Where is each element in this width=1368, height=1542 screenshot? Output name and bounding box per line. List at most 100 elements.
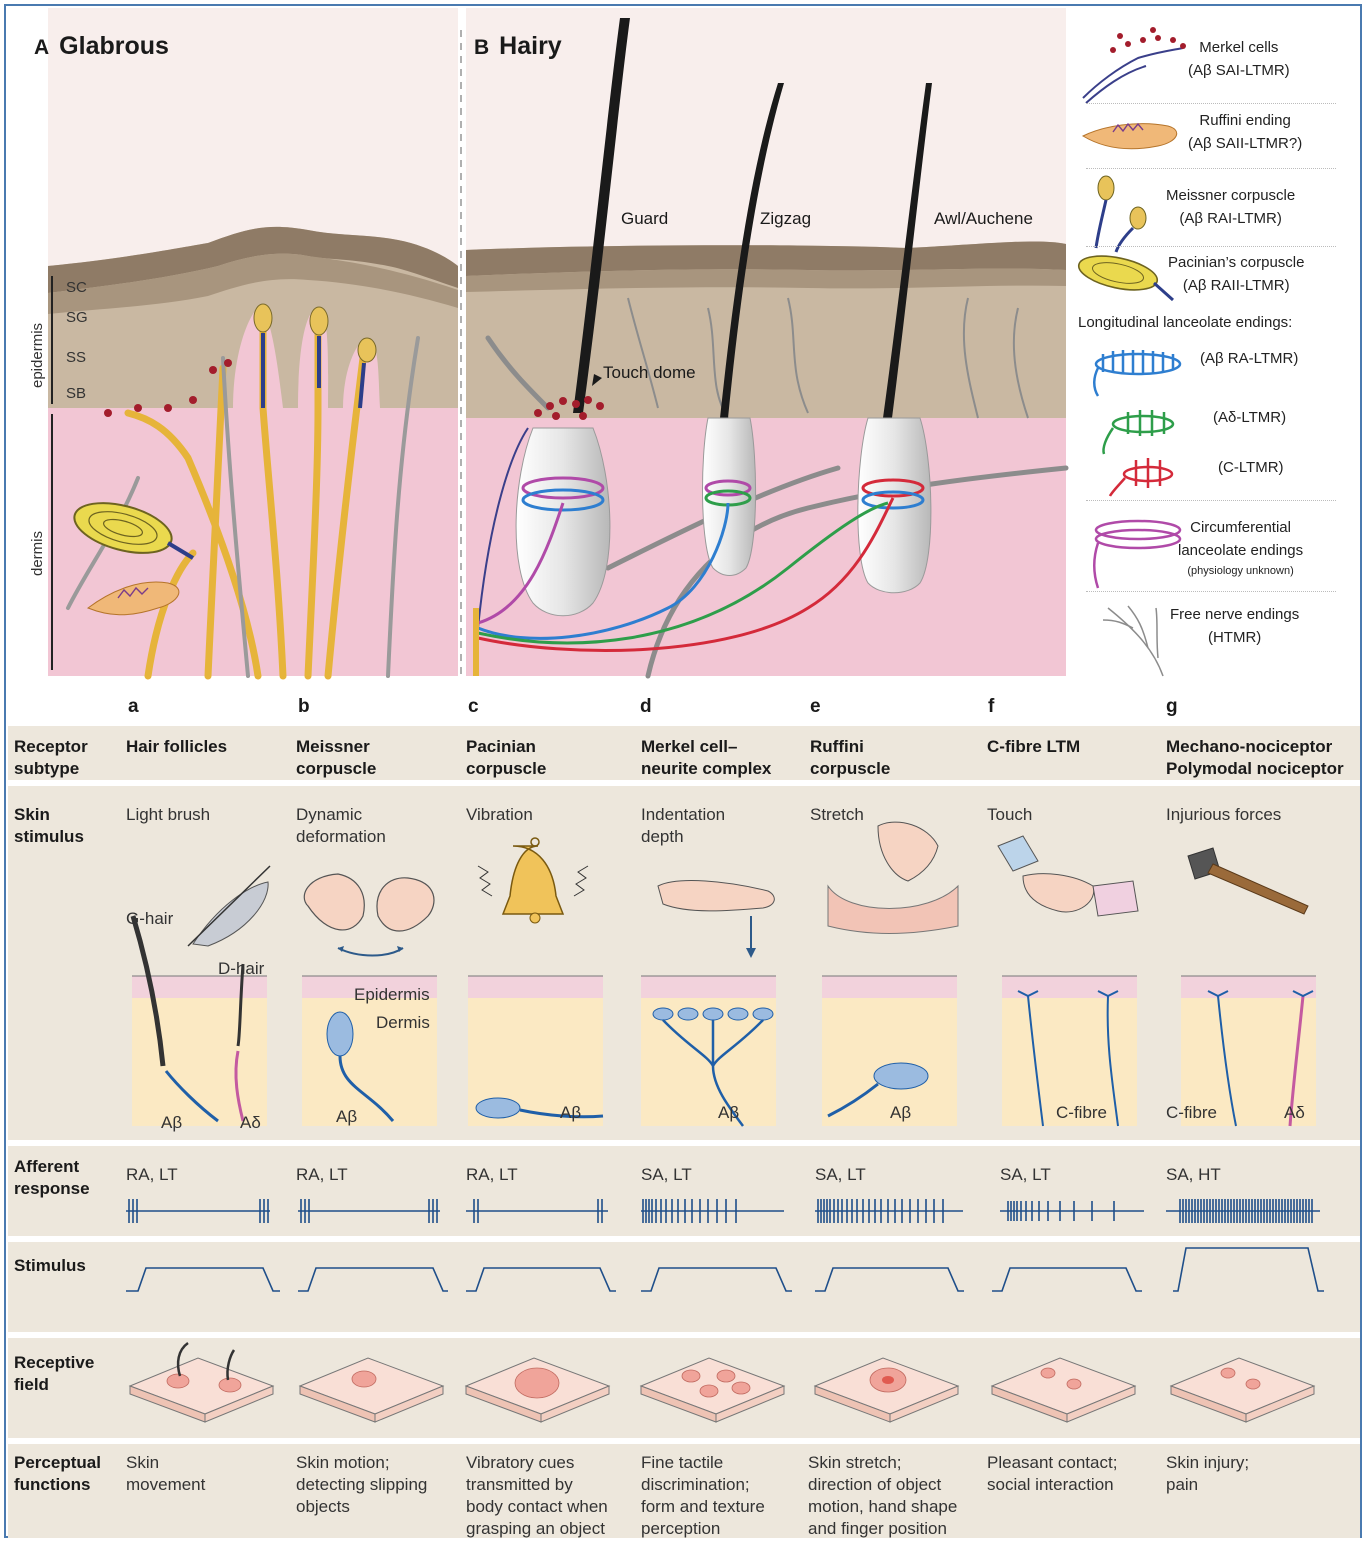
function-line: movement bbox=[126, 1474, 205, 1496]
label-a-fiber1: Aβ bbox=[161, 1112, 182, 1134]
panel-a-title-text: Glabrous bbox=[59, 32, 169, 60]
label-g-fiber1: C-fibre bbox=[1166, 1102, 1217, 1124]
label-c-fiber1: Aβ bbox=[560, 1102, 581, 1124]
function-line: Pleasant contact; bbox=[987, 1452, 1117, 1474]
hair-label-awl: Awl/Auchene bbox=[934, 209, 1033, 228]
layer-label-dermis: dermis bbox=[29, 531, 46, 576]
pressing-hand-icon bbox=[658, 881, 774, 958]
function-line: body contact when bbox=[466, 1496, 608, 1518]
legend-free-nerve-icon bbox=[1103, 606, 1163, 676]
subtype-merkel: Merkel cell–neurite complex bbox=[641, 736, 771, 780]
feather-icon bbox=[188, 866, 270, 946]
stimulus-traces bbox=[126, 1248, 1324, 1291]
col-letter-c: c bbox=[468, 696, 479, 718]
functions-f: Pleasant contact; social interaction bbox=[987, 1452, 1117, 1496]
label-b-fiber1: Aβ bbox=[336, 1106, 357, 1128]
hammer-icon bbox=[1188, 848, 1308, 914]
subtype-line: corpuscle bbox=[810, 758, 890, 780]
legend-divider bbox=[1086, 168, 1336, 169]
handshake-icon bbox=[998, 836, 1138, 916]
layer-label-sg: SG bbox=[66, 309, 88, 326]
legend-meissner-line2: (Aβ RAI-LTMR) bbox=[1166, 207, 1295, 230]
legend-free-line2: (HTMR) bbox=[1170, 626, 1299, 649]
subtype-hair-follicles: Hair follicles bbox=[126, 736, 227, 758]
function-line: form and texture bbox=[641, 1496, 765, 1518]
function-line: direction of object bbox=[808, 1474, 957, 1496]
subtype-line: Mechano-nociceptor bbox=[1166, 736, 1344, 758]
functions-d: Fine tactile discrimination; form and te… bbox=[641, 1452, 765, 1540]
function-line: pain bbox=[1166, 1474, 1249, 1496]
legend-divider bbox=[1086, 500, 1336, 501]
legend-pacinian-line2: (Aβ RAII-LTMR) bbox=[1168, 274, 1304, 297]
skin-cross-section-svg: SC SG SS SB epidermis dermis bbox=[8, 8, 1360, 688]
legend-merkel-line2: (Aβ SAI-LTMR) bbox=[1188, 59, 1290, 82]
hair-label-zigzag: Zigzag bbox=[760, 209, 811, 228]
subtype-line: neurite complex bbox=[641, 758, 771, 780]
panel-b-title-text: Hairy bbox=[499, 32, 562, 60]
receptor-table: Receptor subtype Skin stimulus Afferent … bbox=[8, 690, 1360, 1538]
legend-ad-icon bbox=[1103, 410, 1173, 454]
legend-c-label: (C-LTMR) bbox=[1218, 456, 1284, 479]
legend-c-icon bbox=[1110, 458, 1172, 496]
functions-b: Skin motion; detecting slipping objects bbox=[296, 1452, 427, 1518]
subtype-line: corpuscle bbox=[296, 758, 376, 780]
legend-circ-line3: (physiology unknown) bbox=[1178, 562, 1303, 580]
legend-circ-line2: lanceolate endings bbox=[1178, 539, 1303, 562]
stimulus-illustrations bbox=[8, 786, 1360, 1140]
subtype-line: Merkel cell– bbox=[641, 736, 771, 758]
legend-merkel-label: Merkel cells (Aβ SAI-LTMR) bbox=[1188, 36, 1290, 82]
legend-merkel-line1: Merkel cells bbox=[1188, 36, 1290, 59]
col-letter-g: g bbox=[1166, 696, 1178, 718]
legend-lanceolate-title: Longitudinal lanceolate endings: bbox=[1078, 311, 1292, 334]
function-line: discrimination; bbox=[641, 1474, 765, 1496]
subtype-c-fibre: C-fibre LTM bbox=[987, 736, 1080, 758]
legend-free-line1: Free nerve endings bbox=[1170, 603, 1299, 626]
skin-illustration: SC SG SS SB epidermis dermis bbox=[8, 8, 1360, 688]
functions-c: Vibratory cues transmitted by body conta… bbox=[466, 1452, 608, 1540]
function-line: objects bbox=[296, 1496, 427, 1518]
legend-free-nerve-label: Free nerve endings (HTMR) bbox=[1170, 603, 1299, 649]
subtype-line: corpuscle bbox=[466, 758, 546, 780]
label-d-hair: D-hair bbox=[218, 958, 264, 980]
legend-merkel-icon bbox=[1083, 27, 1186, 103]
legend-ruffini-line2: (Aβ SAII-LTMR?) bbox=[1188, 132, 1302, 155]
function-line: social interaction bbox=[987, 1474, 1117, 1496]
label-g-fiber2: Aδ bbox=[1284, 1102, 1305, 1124]
legend-ab-ra-label: (Aβ RA-LTMR) bbox=[1200, 347, 1298, 370]
layer-label-ss: SS bbox=[66, 349, 86, 366]
col-letter-a: a bbox=[128, 696, 139, 718]
legend-circumferential-label: Circumferential lanceolate endings (phys… bbox=[1178, 516, 1303, 580]
label-g-hair: G-hair bbox=[126, 908, 173, 930]
subtype-line: Meissner bbox=[296, 736, 376, 758]
panel-a-title: A Glabrous bbox=[34, 32, 169, 61]
functions-a: Skin movement bbox=[126, 1452, 205, 1496]
legend-divider bbox=[1086, 591, 1336, 592]
panel-b-title: B Hairy bbox=[474, 32, 562, 61]
function-line: motion, hand shape bbox=[808, 1496, 957, 1518]
hands-icon bbox=[304, 874, 434, 956]
legend-ruffini-icon bbox=[1083, 124, 1177, 149]
legend-pacinian-label: Pacinian’s corpuscle (Aβ RAII-LTMR) bbox=[1168, 251, 1304, 297]
row-head-line: Receptor bbox=[14, 736, 88, 758]
layer-label-sb: SB bbox=[66, 385, 86, 402]
panel-a-letter: A bbox=[34, 36, 49, 59]
label-dermis: Dermis bbox=[376, 1012, 430, 1034]
layer-label-epidermis: epidermis bbox=[29, 323, 46, 388]
label-d-fiber1: Aβ bbox=[718, 1102, 739, 1124]
legend-ab-ra-icon bbox=[1094, 350, 1180, 396]
label-e-fiber1: Aβ bbox=[890, 1102, 911, 1124]
legend-ruffini-line1: Ruffini ending bbox=[1188, 109, 1302, 132]
subtype-line: Polymodal nociceptor bbox=[1166, 758, 1344, 780]
legend-pacinian-line1: Pacinian’s corpuscle bbox=[1168, 251, 1304, 274]
function-line: and finger position bbox=[808, 1518, 957, 1540]
bell-icon bbox=[478, 838, 588, 923]
legend-divider bbox=[1086, 246, 1336, 247]
legend-ad-label: (Aδ-LTMR) bbox=[1213, 406, 1286, 429]
panel-b-letter: B bbox=[474, 36, 489, 59]
row-head-line: subtype bbox=[14, 758, 88, 780]
touch-dome-label: Touch dome bbox=[603, 363, 696, 382]
